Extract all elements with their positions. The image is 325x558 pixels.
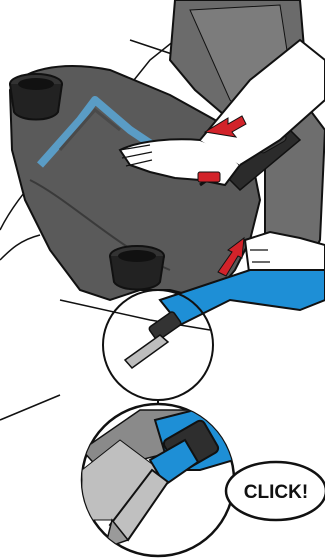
click-label: CLICK!: [244, 482, 308, 503]
zoom-detail: [82, 400, 234, 556]
cup-holder-top: [10, 74, 62, 120]
harness-buckle-tab: [198, 172, 220, 182]
click-callout: CLICK!: [226, 462, 325, 520]
cup-holder-bottom: [110, 246, 164, 290]
latch-connector-icon: [125, 311, 182, 368]
